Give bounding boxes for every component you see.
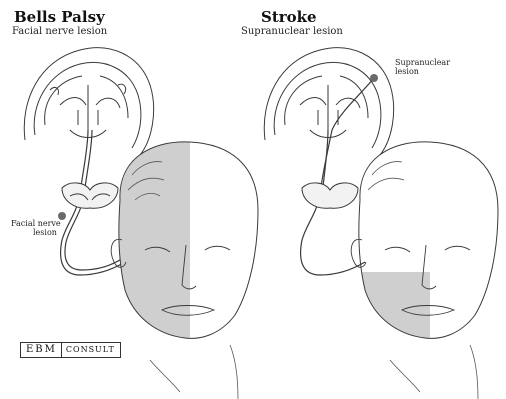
right-subtitle: Supranuclear lesion xyxy=(241,26,343,37)
right-face-shade xyxy=(340,272,430,362)
ebm-consult-logo: EBM CONSULT xyxy=(20,342,121,358)
left-brainstem xyxy=(62,183,118,208)
right-lesion-marker xyxy=(370,74,378,82)
right-brainstem xyxy=(302,183,358,208)
left-brain xyxy=(24,48,153,155)
right-face xyxy=(340,142,498,399)
logo-part2: CONSULT xyxy=(62,343,120,357)
left-lesion-label: Facial nerve lesion xyxy=(11,219,71,237)
right-lesion-label-line1: Supranuclear xyxy=(395,58,455,67)
right-lesion-label: Supranuclear lesion xyxy=(395,58,455,76)
right-brain xyxy=(264,48,393,155)
left-subtitle: Facial nerve lesion xyxy=(12,26,107,37)
logo-part1: EBM xyxy=(21,343,62,357)
left-lesion-label-line2: lesion xyxy=(11,228,71,237)
left-title: Bells Palsy xyxy=(14,8,105,26)
left-lesion-label-line1: Facial nerve xyxy=(11,219,71,228)
right-title: Stroke xyxy=(261,8,317,26)
right-lesion-label-line2: lesion xyxy=(395,67,455,76)
left-face xyxy=(100,130,258,399)
